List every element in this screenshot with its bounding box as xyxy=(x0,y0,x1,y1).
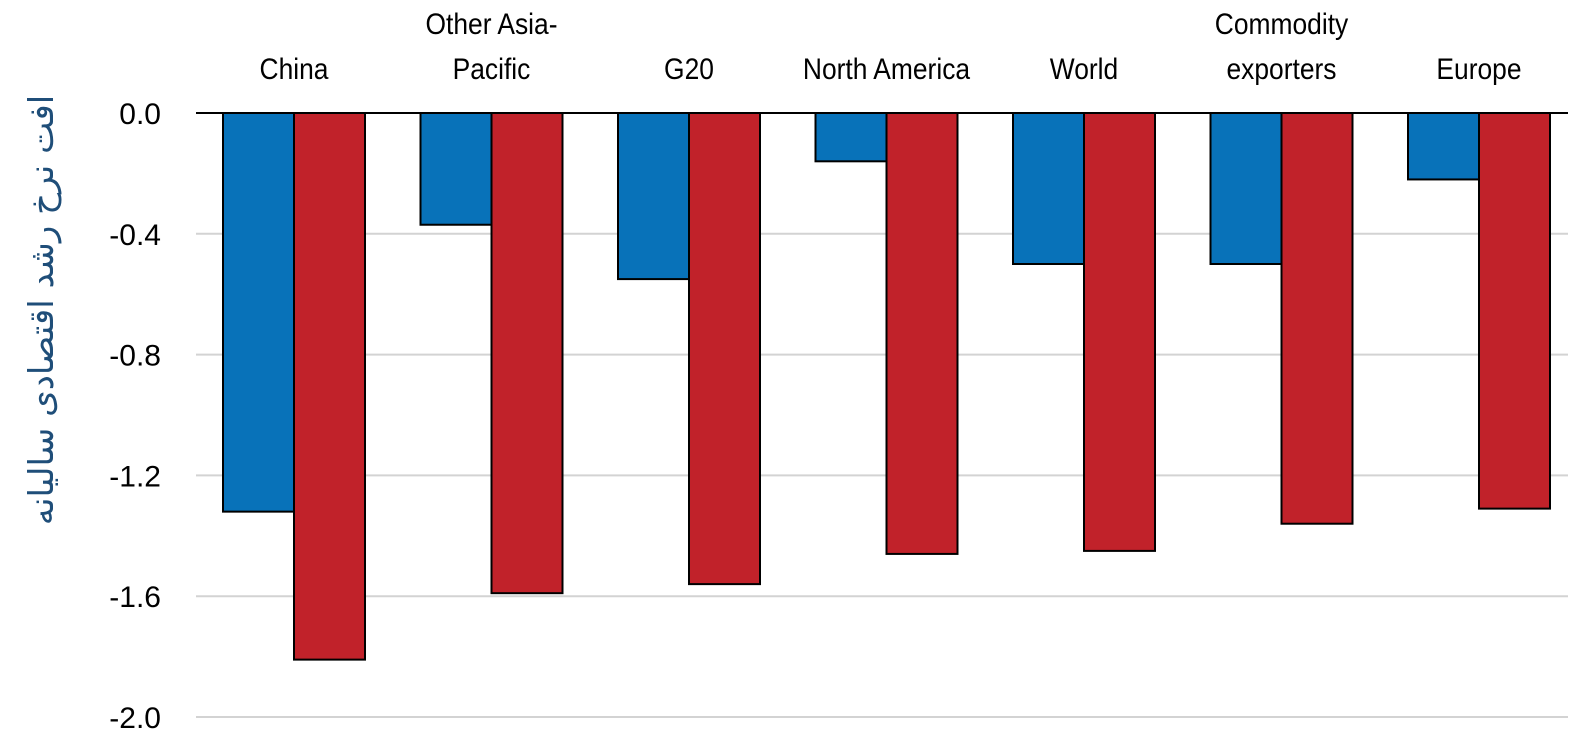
bar-series-1 xyxy=(222,112,295,513)
bar-series-1 xyxy=(814,112,888,163)
y-axis-title: افت نرخ رشد اقتصادی سالیانه xyxy=(22,94,62,526)
y-tick-label: -2.0 xyxy=(109,702,161,735)
y-tick-label: -1.6 xyxy=(109,581,161,614)
bar-series-1 xyxy=(1407,112,1480,181)
bar-series-2 xyxy=(885,112,959,555)
bar-series-1 xyxy=(419,112,493,226)
y-tick-label: -0.4 xyxy=(109,219,161,252)
y-tick-label: 0.0 xyxy=(119,98,161,131)
bar-series-2 xyxy=(1083,112,1156,552)
bar-series-1 xyxy=(1012,112,1085,265)
bar-series-1 xyxy=(617,112,690,281)
category-label: Europe xyxy=(1436,51,1521,85)
category-label: Commodity xyxy=(1215,6,1349,40)
y-tick-label: -1.2 xyxy=(109,460,161,493)
category-label: China xyxy=(260,51,329,85)
y-tick-label: -0.8 xyxy=(109,340,161,373)
category-label: Other Asia- xyxy=(425,6,557,40)
category-label: North America xyxy=(803,51,970,85)
category-label: Pacific xyxy=(453,51,531,85)
category-label: G20 xyxy=(664,51,714,85)
bar-series-1 xyxy=(1209,112,1283,265)
bar-series-2 xyxy=(490,112,564,595)
bar-series-2 xyxy=(688,112,761,586)
bar-series-2 xyxy=(293,112,366,661)
bar-series-2 xyxy=(1478,112,1551,510)
bar-series-2 xyxy=(1280,112,1354,525)
category-label: exporters xyxy=(1226,51,1336,85)
category-label: World xyxy=(1050,51,1118,85)
